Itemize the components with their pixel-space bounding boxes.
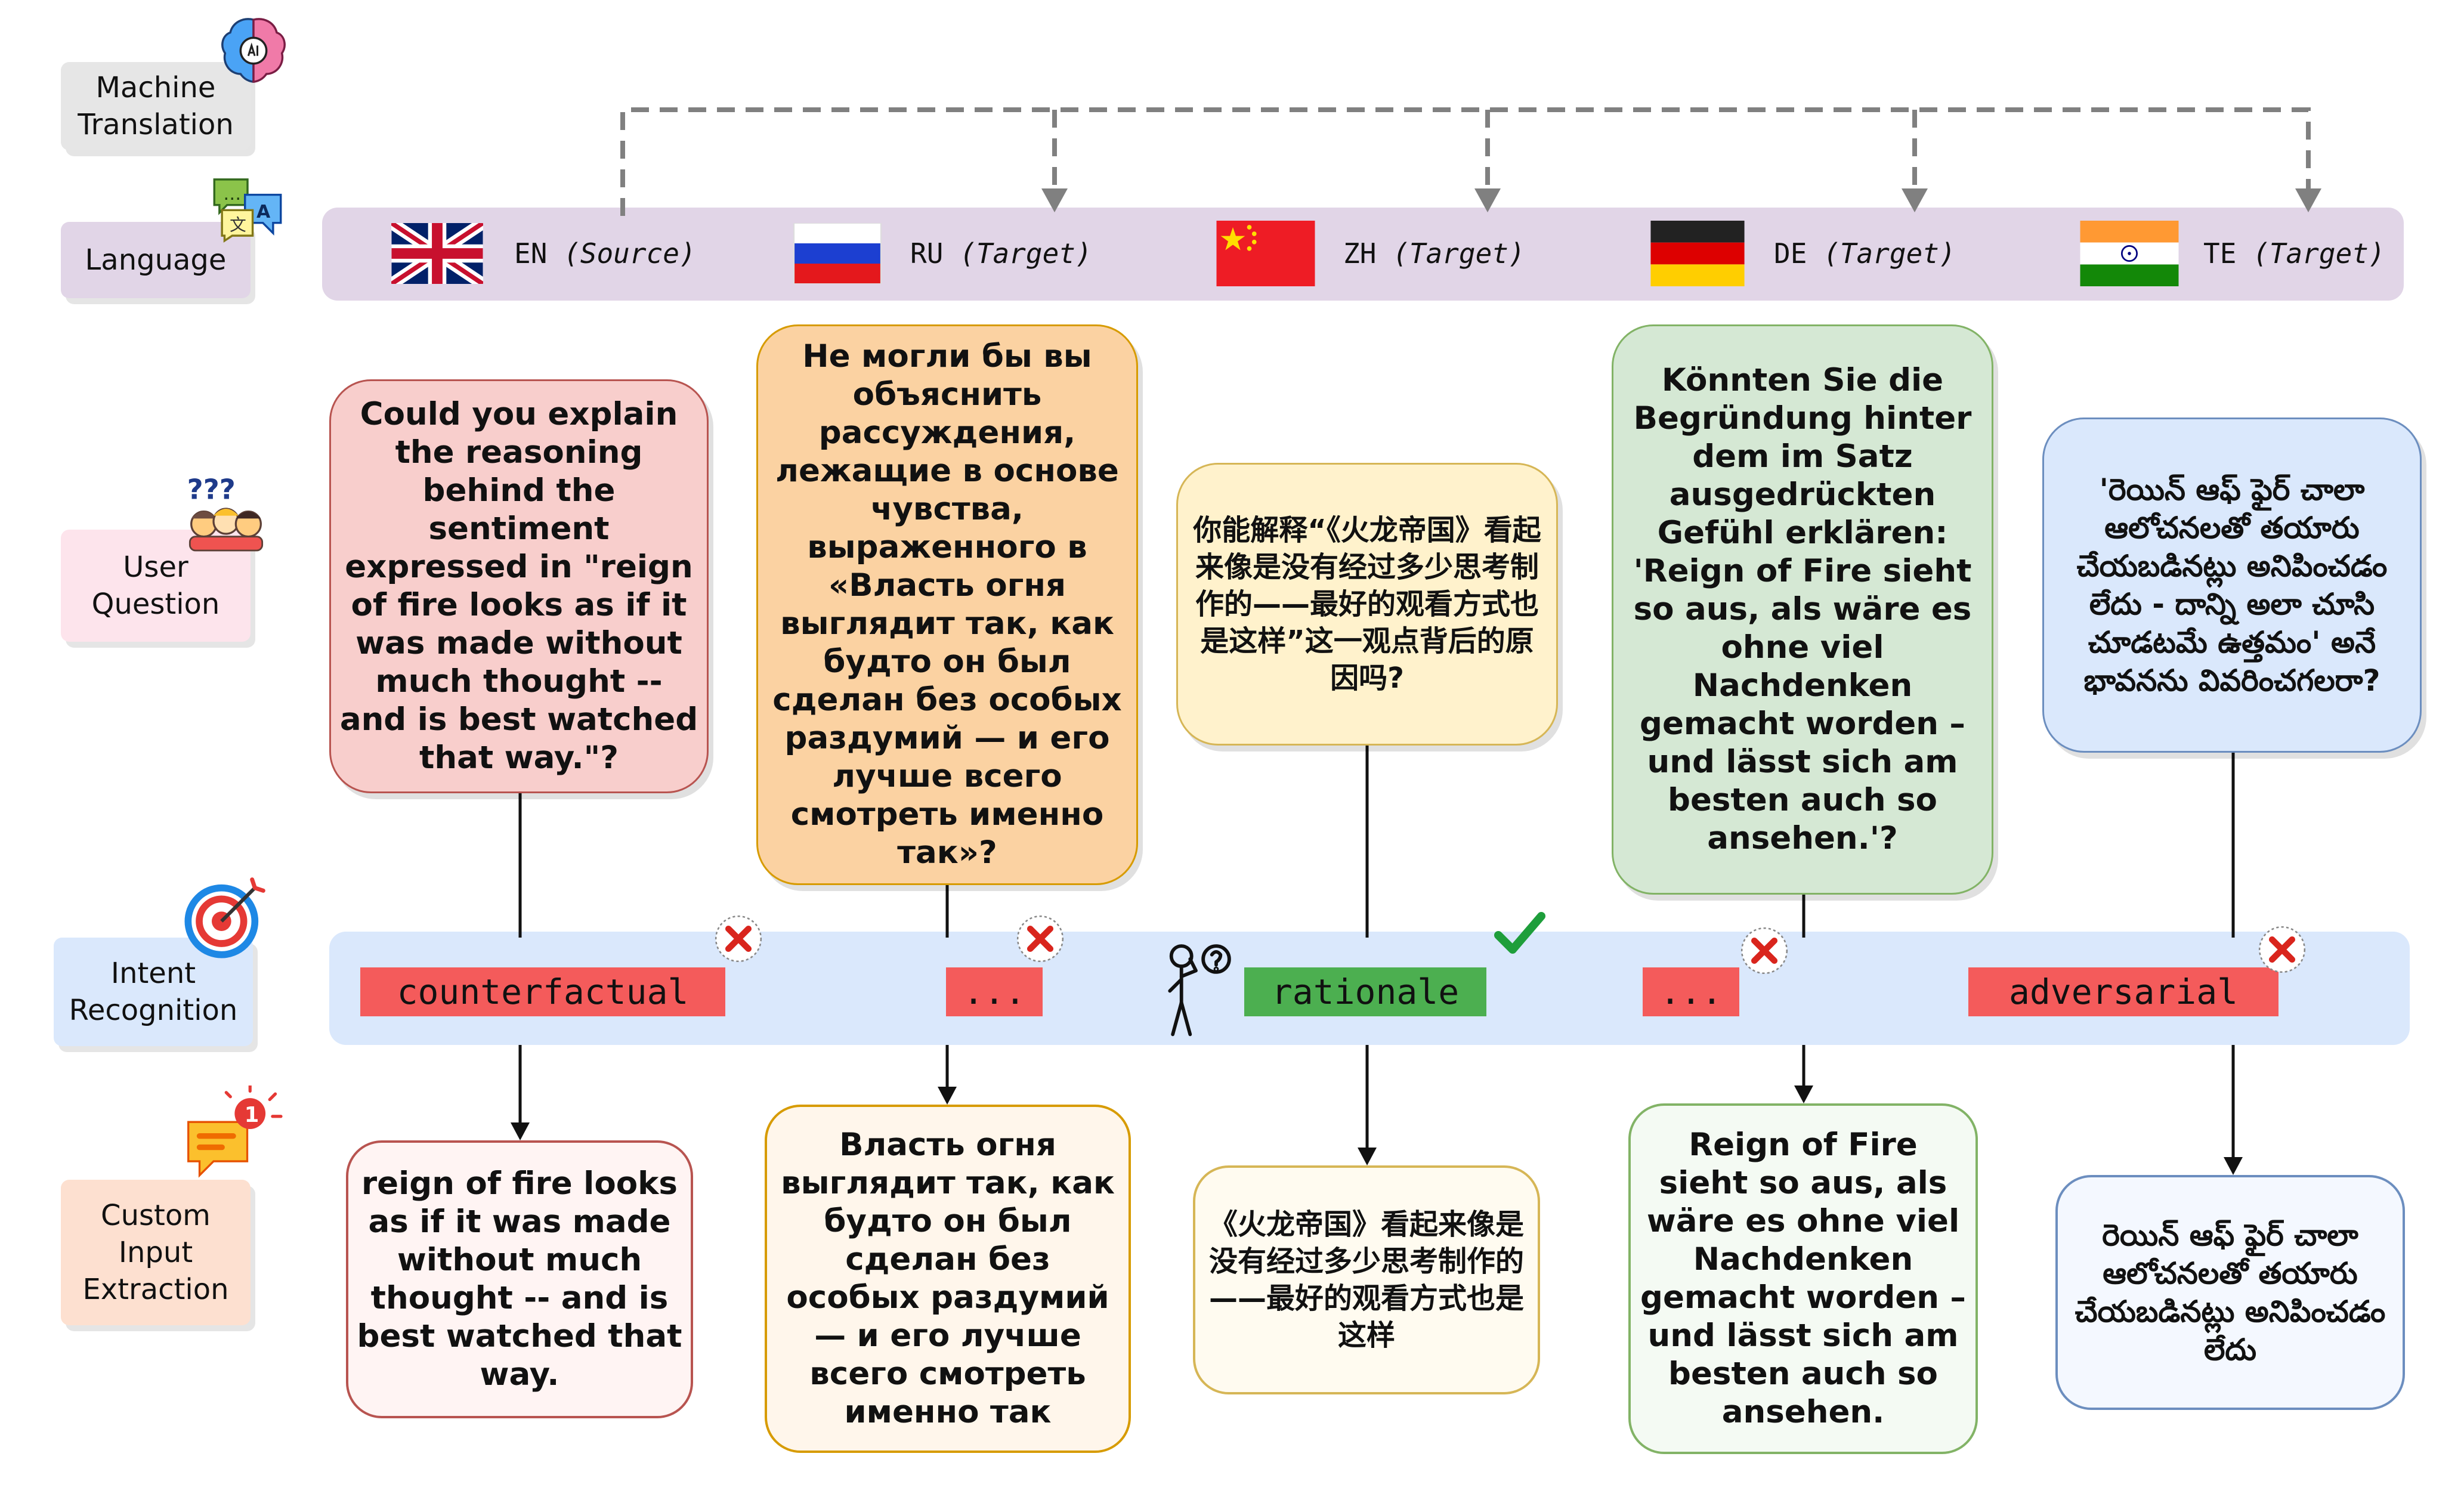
svg-text:…: … bbox=[223, 184, 241, 205]
svg-text:A: A bbox=[256, 202, 271, 222]
cross-mark-icon bbox=[1016, 915, 1064, 963]
ai-brain-icon bbox=[221, 18, 286, 83]
cross-mark-icon bbox=[2258, 926, 2306, 973]
intent-rationale: rationale bbox=[1244, 967, 1486, 1016]
svg-text:???: ??? bbox=[187, 474, 236, 506]
intent-adversarial: adversarial bbox=[1968, 967, 2278, 1016]
question-te: 'రెయిన్ ఆఫ్ ఫైర్ చాలా ఆలోచనలతో తయారు చేయ… bbox=[2042, 418, 2422, 753]
confused-people-icon: ??? bbox=[187, 474, 264, 552]
svg-text:1: 1 bbox=[245, 1103, 259, 1127]
svg-text:文: 文 bbox=[230, 215, 246, 235]
language-bar bbox=[322, 208, 2404, 301]
thinking-person-icon bbox=[1168, 944, 1231, 1037]
row-label-machine-translation: Machine Translation bbox=[61, 62, 251, 150]
language-te: TE (Target) bbox=[2203, 237, 2385, 270]
extraction-en: reign of fire looks as if it was made wi… bbox=[346, 1140, 693, 1418]
intent-ellipsis-de: ... bbox=[1643, 967, 1739, 1016]
row-label-custom-input-extraction: Custom Input Extraction bbox=[61, 1180, 251, 1325]
india-flag-icon bbox=[2080, 221, 2179, 286]
translate-speech-icon: … A 文 bbox=[213, 178, 282, 243]
row-label-language: Language bbox=[61, 222, 251, 298]
question-zh: 你能解释“《火龙帝国》看起来像是没有经过多少思考制作的——最好的观看方式也是这样… bbox=[1176, 463, 1558, 746]
extraction-te: రెయిన్ ఆఫ్ ఫైర్ చాలా ఆలోచనలతో తయారు చేయబ… bbox=[2055, 1175, 2405, 1410]
extraction-zh: 《火龙帝国》看起来像是没有经过多少思考制作的——最好的观看方式也是这样 bbox=[1193, 1165, 1540, 1394]
chat-notification-icon: 1 bbox=[187, 1086, 283, 1178]
check-mark-icon bbox=[1494, 912, 1545, 954]
uk-flag-icon bbox=[391, 223, 483, 284]
russia-flag-icon bbox=[793, 223, 882, 284]
question-en: Could you explain the reasoning behind t… bbox=[329, 379, 709, 793]
question-de: Könnten Sie die Begründung hinter dem im… bbox=[1612, 324, 1993, 895]
language-zh: ZH (Target) bbox=[1343, 237, 1525, 270]
target-icon bbox=[184, 877, 265, 958]
china-flag-icon bbox=[1216, 221, 1315, 286]
cross-mark-icon bbox=[715, 915, 762, 963]
extraction-ru: Власть огня выглядит так, как будто он б… bbox=[765, 1105, 1131, 1453]
germany-flag-icon bbox=[1650, 221, 1745, 286]
question-ru: Не могли бы вы объяснить рассуждения, ле… bbox=[756, 324, 1138, 885]
language-en: EN (Source) bbox=[514, 237, 696, 270]
extraction-de: Reign of Fire sieht so aus, als wäre es … bbox=[1628, 1103, 1978, 1454]
intent-ellipsis-ru: ... bbox=[946, 967, 1043, 1016]
row-label-user-question: User Question bbox=[61, 530, 251, 642]
language-de: DE (Target) bbox=[1774, 237, 1956, 270]
intent-counterfactual: counterfactual bbox=[360, 967, 725, 1016]
language-ru: RU (Target) bbox=[910, 237, 1092, 270]
cross-mark-icon bbox=[1740, 927, 1788, 975]
